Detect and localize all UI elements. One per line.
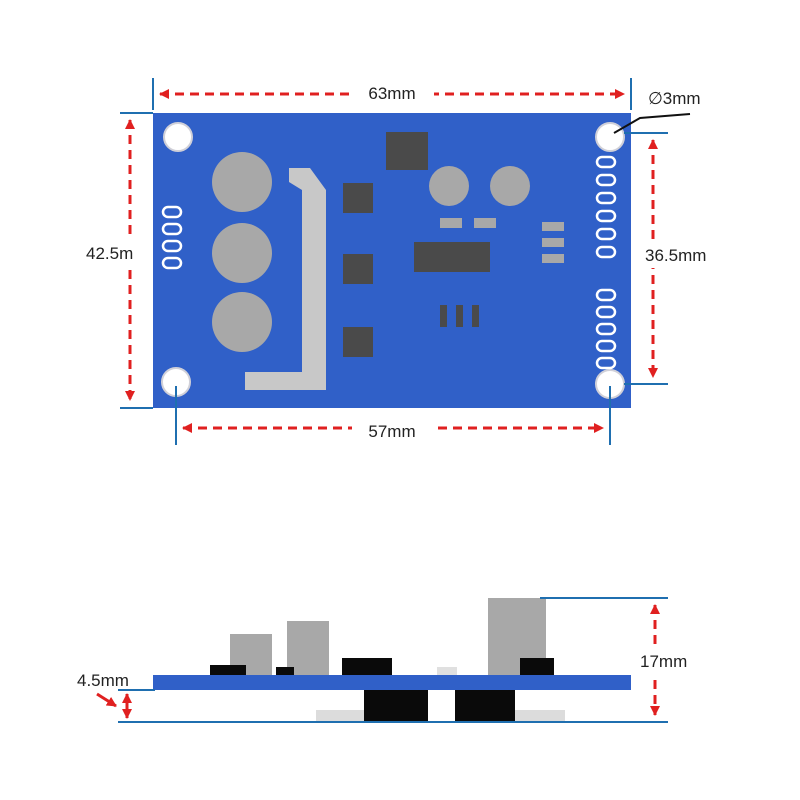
resistor-pad-3 [542,254,564,263]
side-view-extension-lines [118,597,668,723]
mounting-hole-top-right [595,122,625,152]
hole-spacing-y-label: 36.5mm [645,246,706,265]
ic-chip-main [414,242,490,272]
heatsink-bracket [245,168,326,390]
side-capacitor-2 [287,621,329,675]
resistor-pad-2 [542,238,564,247]
side-black-part-3 [342,658,392,675]
smd-pad-2 [474,218,496,228]
side-black-part-2 [276,667,294,675]
hole-diameter-label: ∅3mm [648,89,701,108]
left-header-pins [161,205,183,270]
round-component-1 [429,166,469,206]
hole-diameter-leader [613,113,691,134]
mosfet-pad-2 [343,254,373,284]
pin-pad-2 [456,305,463,327]
board-width-label: 63mm [368,84,415,103]
side-bottom-black-2 [455,690,515,721]
top-view: 63mm 42.5m 57mm 36.5mm ∅3mm [84,78,740,445]
ic-chip-top [386,132,428,170]
capacitor-footprint-2 [212,223,272,283]
board-height-label: 42.5m [86,244,133,263]
side-small-component [437,667,457,675]
side-black-part-1 [210,665,246,675]
mosfet-pad-3 [343,327,373,357]
side-black-part-4 [520,658,554,675]
side-bottom-pad-right [515,710,565,721]
side-view: 17mm 4.5mm [77,597,708,723]
side-bottom-pad-left [316,710,366,721]
bottom-height-label: 4.5mm [77,671,129,690]
pin-pad-3 [472,305,479,327]
mounting-holes [161,122,625,399]
pin-pad-1 [440,305,447,327]
mosfet-pad-1 [343,183,373,213]
right-header-pins-upper [595,155,617,259]
top-view-extension-lines [120,78,668,445]
capacitor-footprint-3 [212,292,272,352]
bottom-height-pointer [96,692,117,708]
resistor-pad-1 [542,222,564,231]
mounting-hole-top-left [163,122,193,152]
pcb-board-side [153,675,631,690]
smd-pad-1 [440,218,462,228]
capacitor-footprint-1 [212,152,272,212]
side-bottom-black-1 [364,690,428,721]
total-height-label: 17mm [640,652,687,671]
right-header-pins-lower [595,288,617,370]
hole-spacing-x-label: 57mm [368,422,415,441]
round-component-2 [490,166,530,206]
